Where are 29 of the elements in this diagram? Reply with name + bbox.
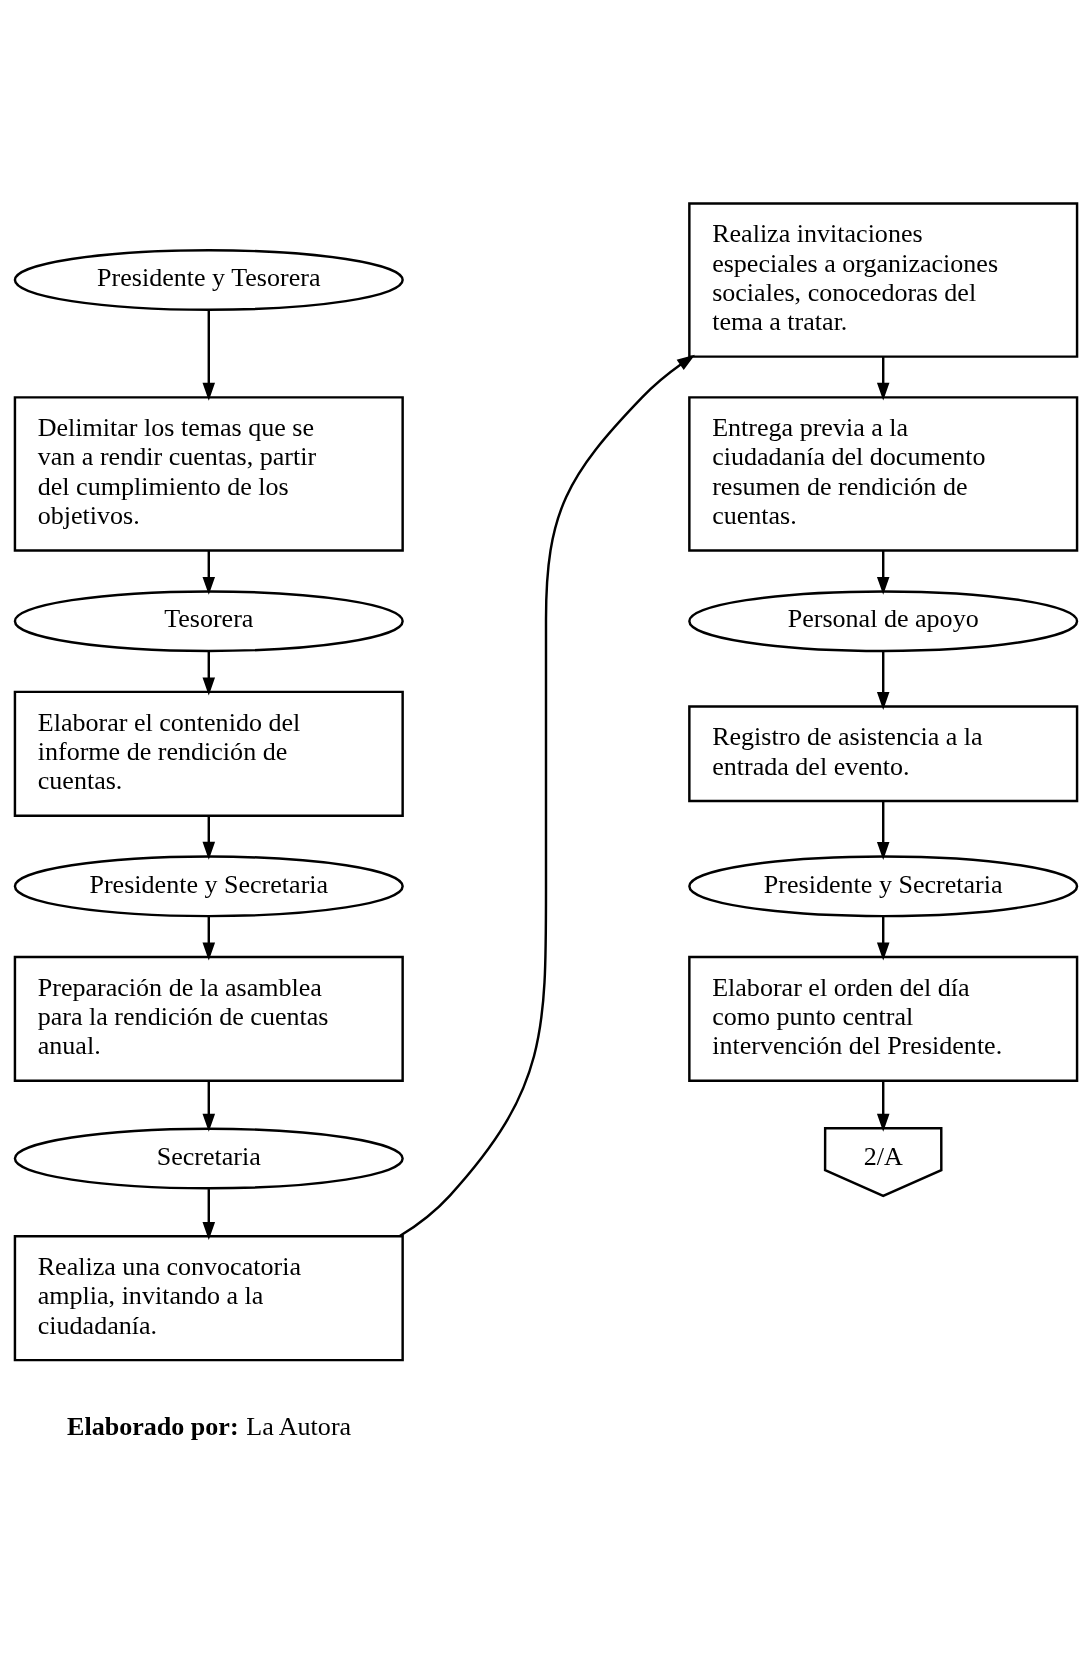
node-ellipse: Presidente y Tesorera bbox=[13, 248, 404, 311]
node-ellipse: Personal de apoyo bbox=[688, 589, 1079, 652]
arrow bbox=[399, 354, 695, 1237]
node-box: Registro de asistencia a la entrada del evento. bbox=[688, 704, 1079, 802]
arrow bbox=[202, 916, 216, 961]
arrow bbox=[876, 1081, 890, 1132]
node-ellipse: Tesorera bbox=[13, 589, 404, 652]
arrow bbox=[202, 651, 216, 695]
node-box: Preparación de la asamblea para la rendición de cuentas anual. bbox=[13, 955, 404, 1082]
node-ellipse: Presidente y Secretaria bbox=[13, 854, 404, 917]
node-ellipse: Presidente y Secretaria bbox=[688, 854, 1079, 917]
node-ellipse: Secretaria bbox=[13, 1127, 404, 1190]
arrow bbox=[876, 800, 890, 860]
node-box: Elaborar el contenido del informe de rendición de cuentas. bbox=[13, 690, 404, 817]
arrow bbox=[202, 1188, 216, 1240]
arrow bbox=[202, 1081, 216, 1132]
node-box: Realiza invitaciones especiales a organizaciones sociales, conocedoras del tema a tratar. bbox=[688, 201, 1079, 358]
arrow bbox=[202, 309, 216, 401]
node-box: Delimitar los temas que se van a rendir cuentas, partir del cumplimiento de los objetivos. bbox=[13, 395, 404, 552]
arrow bbox=[876, 651, 890, 710]
arrow bbox=[202, 550, 216, 595]
arrow bbox=[876, 916, 890, 961]
node-box: Entrega previa a la ciudadanía del documento resumen de rendición de cuentas. bbox=[688, 395, 1079, 552]
label: Elaborado por: La Autora bbox=[67, 1411, 352, 1441]
arrow bbox=[876, 550, 890, 595]
node-box: Elaborar el orden del día como punto central intervención del Presidente. bbox=[688, 955, 1079, 1082]
arrow bbox=[202, 815, 216, 860]
node-box: Realiza una convocatoria amplia, invitando a la ciudadanía. bbox=[13, 1234, 404, 1361]
arrow bbox=[876, 356, 890, 401]
